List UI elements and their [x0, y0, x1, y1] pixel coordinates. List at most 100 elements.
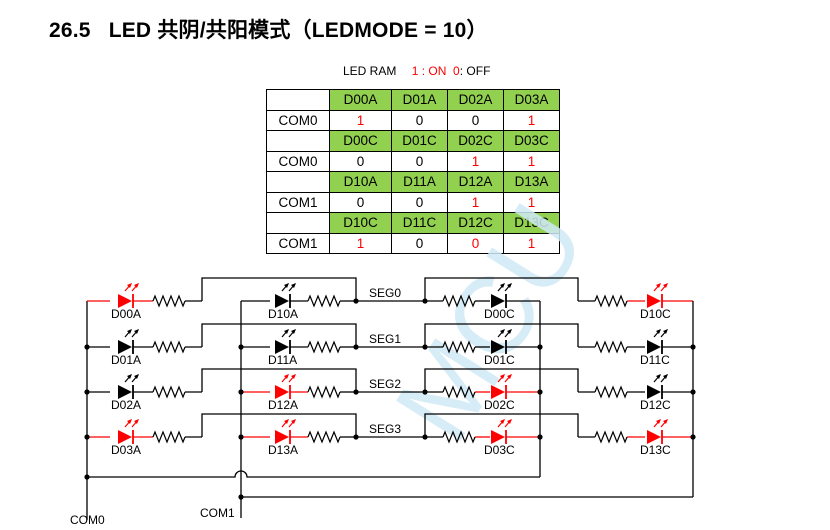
wire	[424, 368, 579, 392]
led-header-cell: D02C	[447, 130, 504, 152]
resistor-icon	[442, 385, 476, 399]
light-emission-icon	[653, 419, 668, 428]
led-label: D03C	[484, 443, 515, 457]
resistor-icon	[594, 294, 628, 308]
light-emission-icon	[281, 283, 296, 292]
junction-dot	[84, 344, 90, 350]
led-label: D10A	[268, 307, 298, 321]
arrow-head	[507, 329, 512, 334]
led-diode-icon	[491, 294, 505, 308]
section-number: 26.5	[49, 19, 91, 42]
arrow-head	[127, 374, 132, 379]
junction-dot	[537, 389, 543, 395]
junction-dot	[422, 344, 428, 350]
led-ram-legend: LED RAM 1 : ON 0: OFF	[343, 64, 490, 78]
section-heading: 26.5 LED 共阴/共阳模式（LEDMODE = 10）	[49, 14, 488, 44]
arrow-head	[291, 374, 296, 379]
resistor-icon	[152, 340, 186, 354]
junction-dot	[84, 434, 90, 440]
arrow-head	[500, 419, 505, 424]
resistor-icon	[152, 294, 186, 308]
led-label: D11A	[268, 353, 297, 367]
light-emission-icon	[124, 283, 139, 292]
led-header-cell: D03A	[503, 89, 560, 111]
junction-dot	[422, 298, 428, 304]
junction-dot	[353, 344, 359, 350]
arrow-head	[291, 283, 296, 288]
led-header-cell: D03C	[503, 130, 560, 152]
led-diode-icon	[491, 385, 505, 399]
arrow-head	[663, 419, 668, 424]
resistor-icon	[307, 340, 341, 354]
led-diode-icon	[491, 340, 505, 354]
light-emission-icon	[124, 419, 139, 428]
led-label: D00A	[111, 307, 141, 321]
led-header-cell: D12C	[447, 212, 504, 234]
section-title: LED 共阴/共阳模式（LEDMODE = 10）	[108, 19, 488, 42]
wire	[201, 277, 357, 301]
arrow-head	[134, 329, 139, 334]
light-emission-icon	[281, 419, 296, 428]
wires	[86, 277, 694, 520]
segment-label: SEG0	[369, 286, 401, 300]
com0-label: COM0	[70, 513, 105, 527]
led-diode-icon	[118, 294, 132, 308]
arrow-head	[291, 419, 296, 424]
legend-on: 1 : ON	[411, 64, 447, 78]
arrow-head	[663, 374, 668, 379]
junction-dot	[353, 298, 359, 304]
junction-dot	[353, 389, 359, 395]
resistor-icon	[594, 430, 628, 444]
arrow-head	[656, 329, 661, 334]
led-diode-icon	[118, 385, 132, 399]
resistor-icon	[442, 340, 476, 354]
resistor-icon	[152, 385, 186, 399]
wire	[424, 323, 579, 347]
junction-dot	[84, 474, 90, 480]
junction-dot	[537, 434, 543, 440]
arrow-head	[663, 329, 668, 334]
arrow-head	[284, 329, 289, 334]
led-diode-icon	[647, 340, 661, 354]
resistor-icon	[152, 430, 186, 444]
light-emission-icon	[497, 419, 512, 428]
arrow-head	[507, 374, 512, 379]
resistor-icon	[442, 430, 476, 444]
arrow-head	[134, 283, 139, 288]
led-diode-icon	[647, 430, 661, 444]
wire	[424, 277, 579, 301]
led-diode-icon	[275, 430, 289, 444]
arrow-head	[500, 329, 505, 334]
light-emission-icon	[497, 283, 512, 292]
led-label: D02A	[111, 398, 141, 412]
arrow-head	[656, 283, 661, 288]
arrow-head	[127, 329, 132, 334]
segment-label: SEG1	[369, 332, 401, 346]
wire	[201, 413, 357, 437]
resistor-icon	[594, 385, 628, 399]
resistor-icon	[307, 385, 341, 399]
resistor-icon	[594, 340, 628, 354]
led-diode-icon	[275, 294, 289, 308]
arrow-head	[134, 374, 139, 379]
arrow-head	[127, 283, 132, 288]
junction-dot	[238, 389, 244, 395]
legend-off: : OFF	[459, 64, 491, 78]
led-diode-icon	[275, 340, 289, 354]
led-value-cell: 1	[503, 232, 560, 254]
led-label: D02C	[484, 398, 515, 412]
arrow-head	[134, 419, 139, 424]
light-emission-icon	[281, 329, 296, 338]
led-label: D12C	[640, 398, 671, 412]
led-header-cell: D01C	[391, 130, 448, 152]
led-label: D10C	[640, 307, 671, 321]
com1-label: COM1	[200, 506, 235, 520]
led-label: D01A	[111, 353, 141, 367]
led-label: D03A	[111, 443, 141, 457]
junction-dot	[690, 389, 696, 395]
arrow-head	[127, 419, 132, 424]
